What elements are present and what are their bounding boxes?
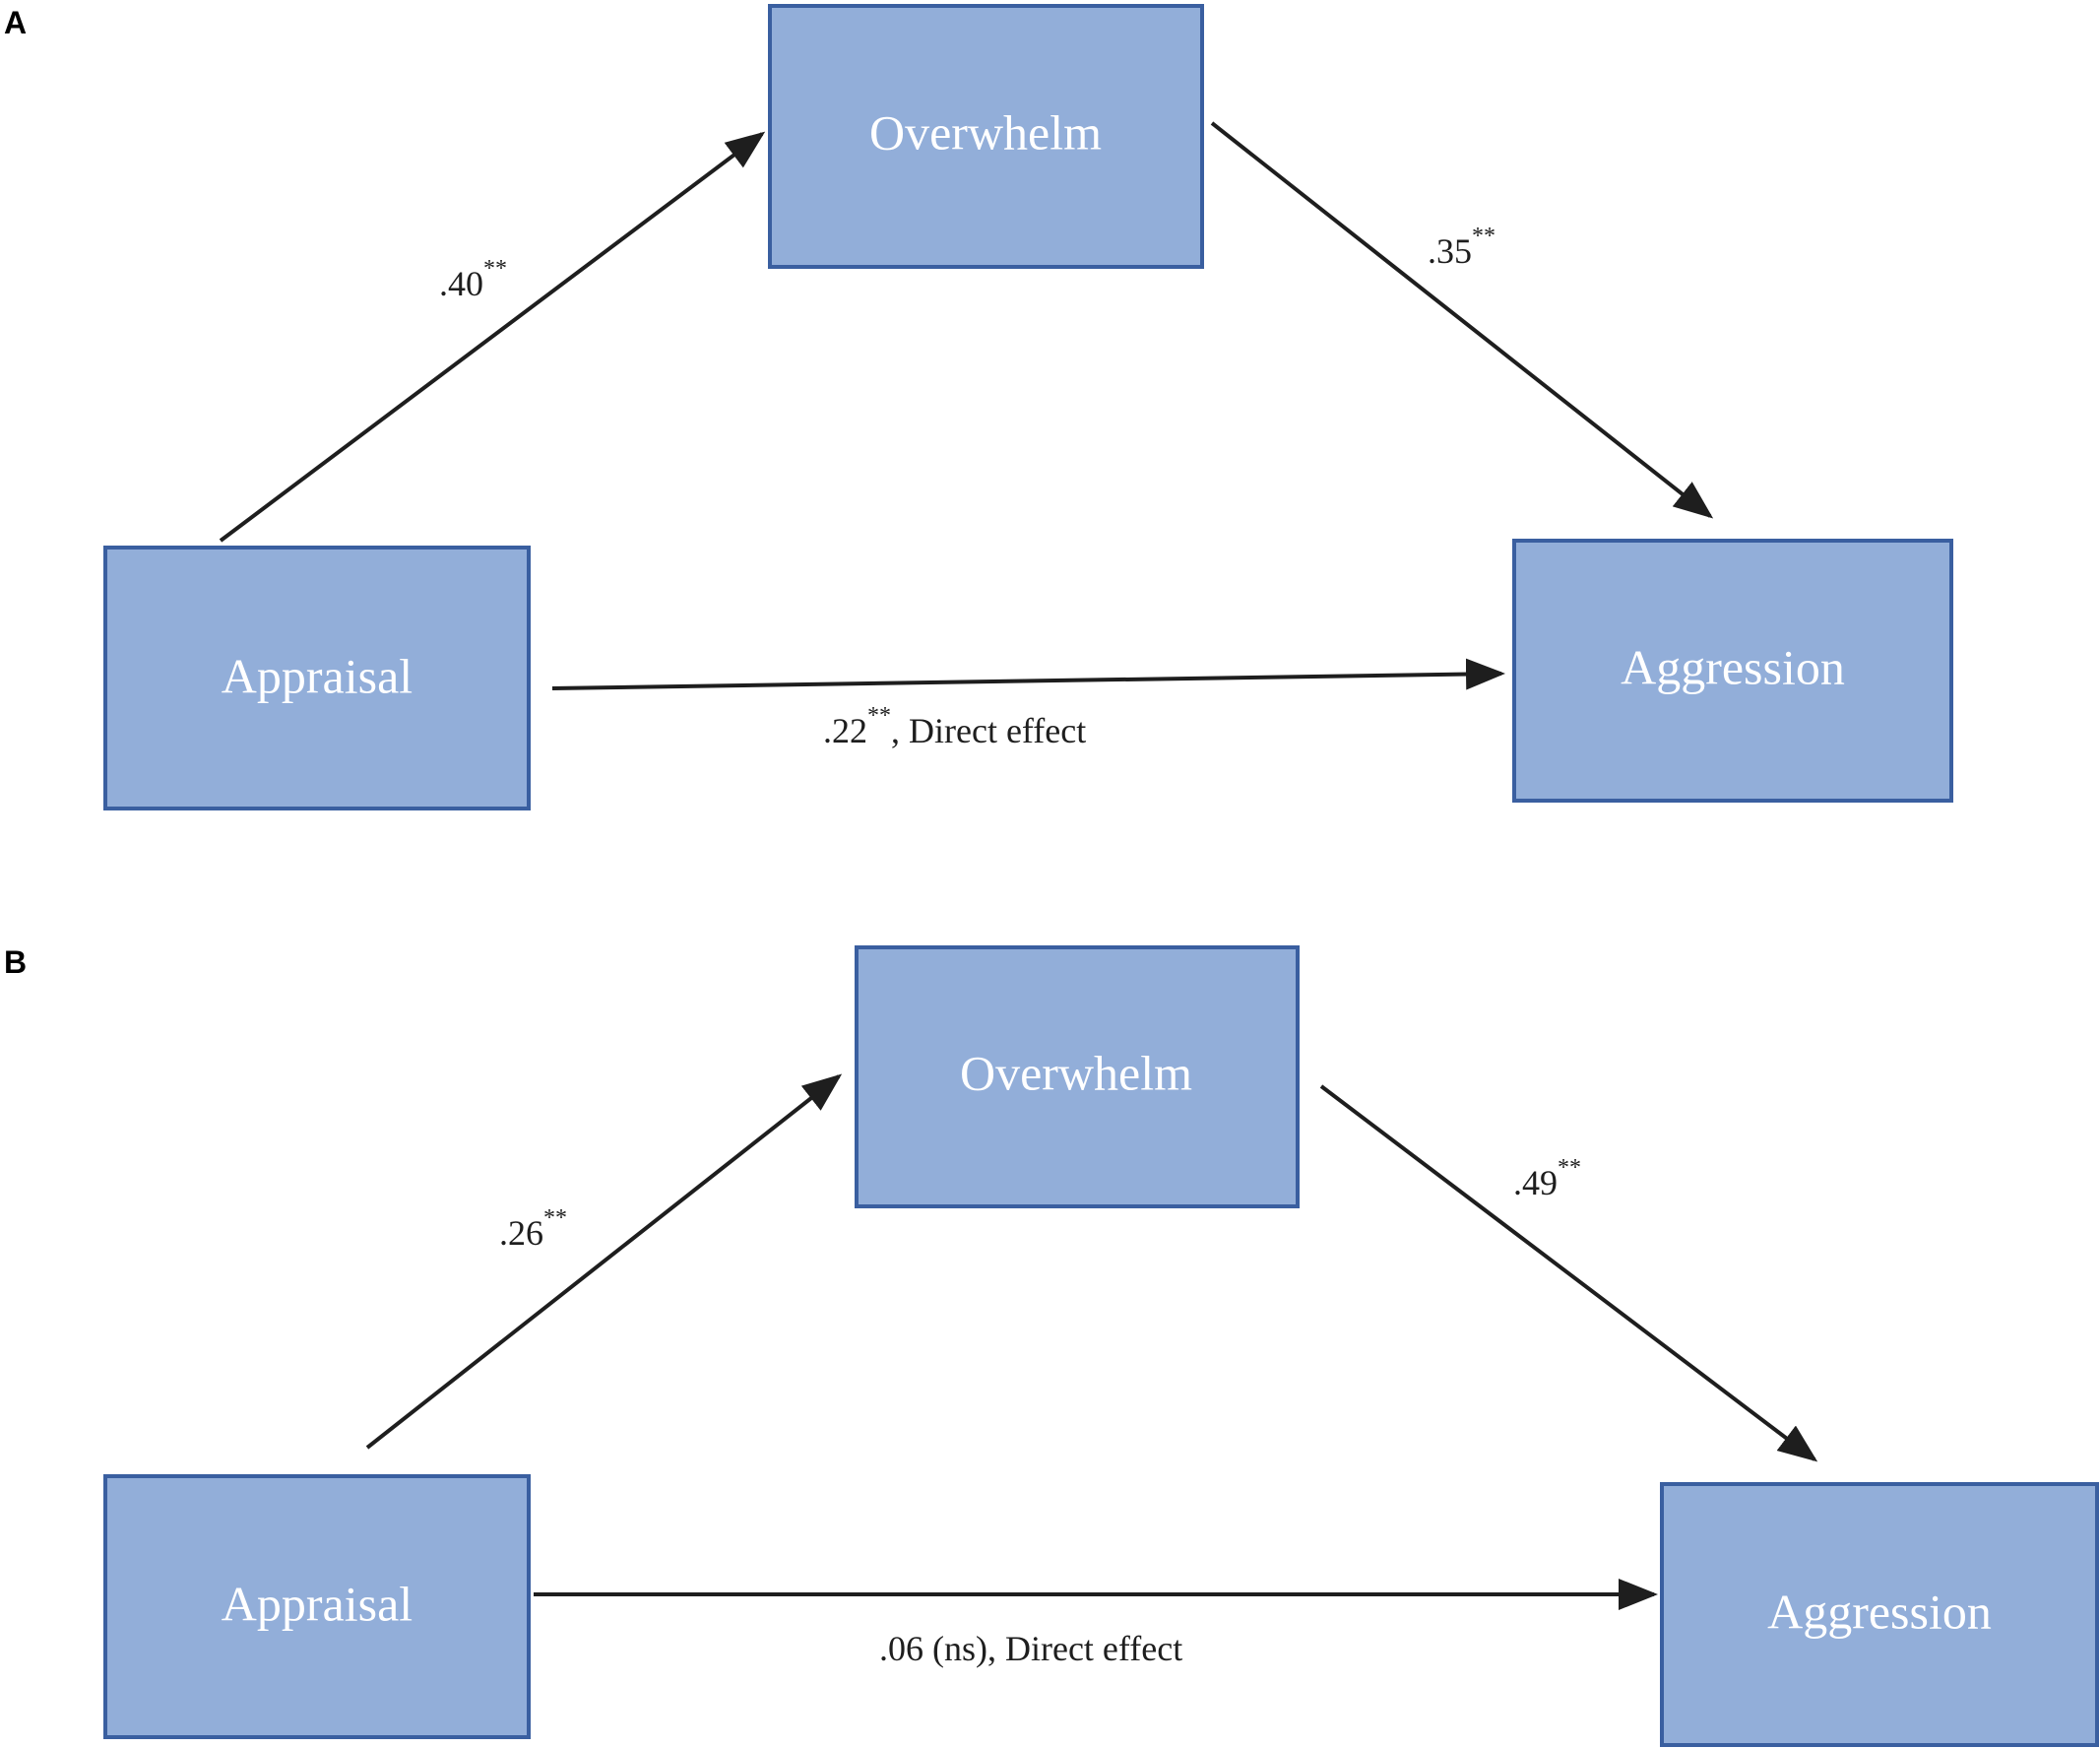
panel-a-label: A: [4, 5, 27, 40]
panel-b-aggression-label: Aggression: [1767, 1584, 1992, 1639]
panel-a-overwhelm-label: Overwhelm: [869, 104, 1102, 160]
panel-b-path-a-arrow: [365, 1073, 843, 1450]
panel-b-path-b-label: .49**: [1513, 1155, 1581, 1202]
panel-a-aggression-box: Aggression: [1512, 539, 1953, 803]
panel-b-path-c-label: .06 (ns), Direct effect: [879, 1629, 1182, 1668]
panel-a-path-b-label: .35**: [1428, 224, 1495, 271]
panel-a-path-b-arrow: [1210, 121, 1714, 519]
panel-a-aggression-label: Aggression: [1621, 639, 1845, 694]
panel-b-label: B: [4, 944, 27, 980]
panel-a-overwhelm-box: Overwhelm: [768, 4, 1204, 269]
panel-a-appraisal-box: Appraisal: [103, 546, 531, 810]
panel-b-aggression-box: Aggression: [1660, 1482, 2099, 1747]
panel-b-appraisal-label: Appraisal: [222, 1576, 413, 1631]
panel-a-path-c-arrow: [551, 658, 1505, 690]
panel-b-path-b-arrow: [1319, 1084, 1818, 1462]
panel-a-path-a-label: .40**: [439, 256, 507, 303]
panel-a: A Overwhelm Appraisal Aggression .40** .…: [4, 4, 1953, 810]
panel-b-appraisal-box: Appraisal: [103, 1474, 531, 1739]
panel-b-path-a-label: .26**: [499, 1205, 567, 1253]
panel-b: B Overwhelm Appraisal Aggression .26** .…: [4, 944, 2099, 1747]
panel-a-path-a-arrow: [219, 131, 766, 543]
panel-b-overwhelm-label: Overwhelm: [960, 1045, 1192, 1100]
panel-a-path-c-label: .22**, Direct effect: [823, 703, 1086, 750]
panel-a-appraisal-label: Appraisal: [222, 648, 413, 703]
panel-b-overwhelm-box: Overwhelm: [855, 945, 1300, 1208]
